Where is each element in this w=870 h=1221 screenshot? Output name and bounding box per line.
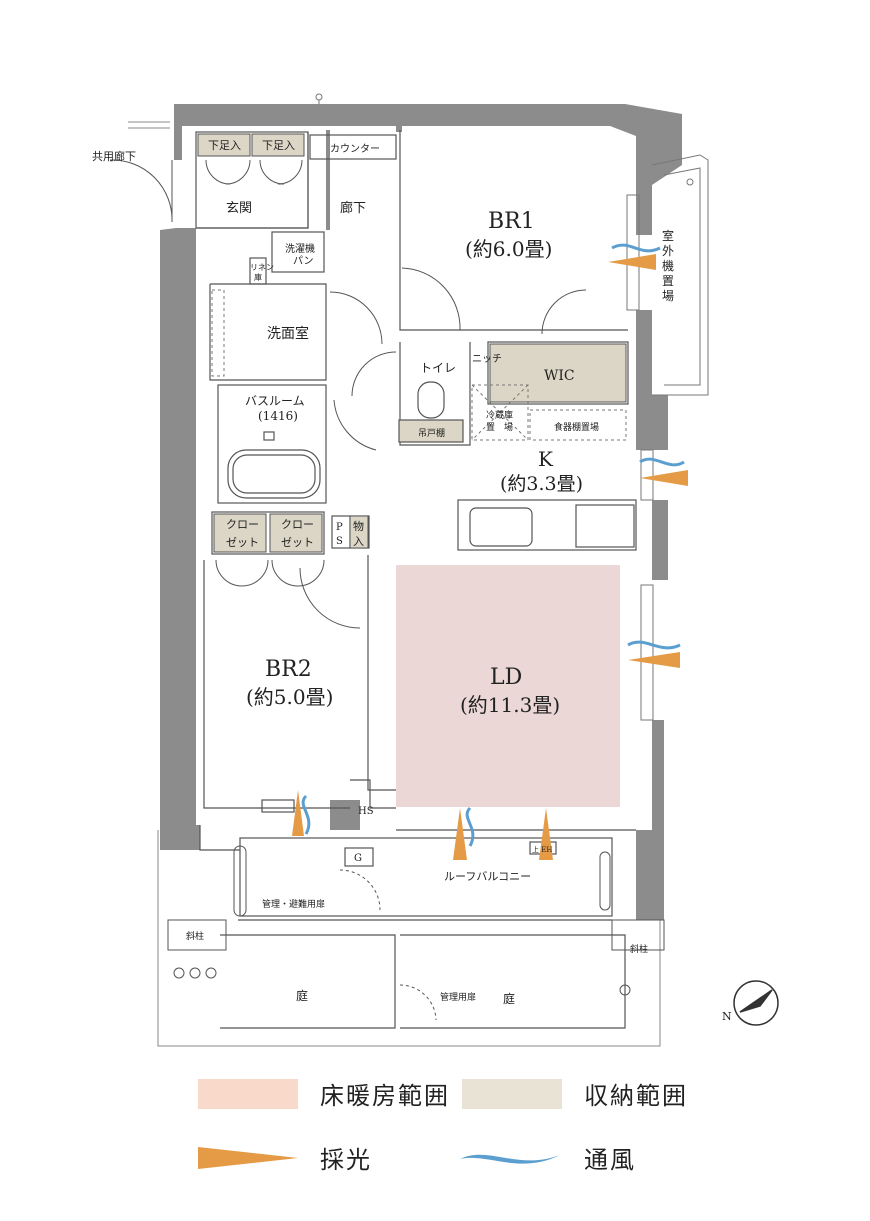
g-label: G: [354, 853, 362, 864]
legend-ventilation-label: 通風: [584, 1146, 636, 1174]
outdoor-unit-label-1: 室: [662, 228, 674, 243]
roof-balcony-label: ルーフバルコニー: [444, 870, 531, 883]
garden-label-2: 庭: [503, 991, 515, 1006]
dish-shelf-label: 食器棚置場: [554, 421, 599, 433]
counter-label: カウンター: [330, 143, 380, 155]
legend-floor-heating-label: 床暖房範囲: [320, 1082, 450, 1110]
br1-size: (約6.0畳): [465, 237, 552, 261]
ps-label-2: S: [336, 536, 343, 547]
ld-floor-heating-area: [396, 565, 620, 807]
br2-size: (約5.0畳): [246, 685, 333, 709]
wic-label: WIC: [544, 368, 575, 384]
floor-heating-swatch: [198, 1078, 298, 1109]
shoe-cabinet-label-1: 下足入: [208, 139, 241, 152]
entrance-label: 玄関: [226, 201, 252, 216]
common-corridor-label: 共用廊下: [92, 149, 136, 163]
hs-label: HS: [358, 806, 374, 817]
legend-daylight: 採光: [198, 1140, 372, 1175]
garden-label-1: 庭: [296, 988, 308, 1003]
diagonal-pillar-label-1: 斜柱: [186, 930, 204, 942]
linen-label-2: 庫: [254, 272, 262, 282]
legend-storage-label: 収納範囲: [584, 1082, 688, 1110]
legend-ventilation: 通風: [458, 1140, 636, 1175]
daylight-arrow-icon: [198, 1146, 298, 1169]
ld-size: (約11.3畳): [460, 693, 560, 717]
outdoor-unit-label-4: 置: [662, 274, 674, 288]
mgmt-door-label: 管理用扉: [440, 991, 476, 1003]
fridge-label-2: 置 場: [486, 421, 513, 433]
outdoor-unit-label-3: 機: [662, 258, 674, 273]
closet-label-1b: ゼット: [226, 536, 259, 549]
closet-label-2a: クロー: [281, 518, 314, 531]
closet-label-1a: クロー: [226, 518, 259, 531]
fridge-label-1: 冷蔵庫: [486, 409, 513, 421]
washroom-label: 洗面室: [267, 325, 309, 342]
diagonal-pillar-label-2: 斜柱: [630, 943, 648, 955]
structural-walls: [160, 104, 682, 920]
linen-label-1: リネン: [250, 263, 274, 272]
br2-name: BR2: [265, 657, 312, 682]
outdoor-unit-label-5: 場: [662, 289, 674, 303]
compass: [733, 980, 779, 1026]
ventilation-wave-icon: [460, 1154, 560, 1164]
br1-name: BR1: [488, 209, 535, 234]
k-size: (約3.3畳): [500, 473, 583, 495]
ps-label-1: P: [336, 522, 343, 533]
storage-label-1: 物: [353, 519, 364, 533]
k-name: K: [538, 447, 554, 471]
eh-label: 上 EH: [532, 845, 552, 854]
hanging-shelf-label: 吊戸棚: [418, 427, 445, 439]
compass-north-label: N: [722, 1010, 732, 1023]
storage-swatch: [462, 1078, 562, 1109]
legend-floor-heating: 床暖房範囲: [198, 1076, 450, 1111]
mgmt-evac-door-label: 管理・避難用扉: [262, 898, 325, 910]
legend-daylight-label: 採光: [320, 1146, 372, 1174]
daylight-arrows: [292, 254, 688, 860]
niche-label: ニッチ: [472, 353, 502, 365]
hallway-label: 廊下: [340, 200, 366, 216]
bath-label-2: (1416): [258, 409, 298, 423]
floor-plan: N BR1 (約6.0畳) BR2 (約5.0畳) LD (約11.3畳) K …: [92, 93, 779, 1047]
legend-storage: 収納範囲: [462, 1076, 688, 1111]
outdoor-unit-label-2: 外: [662, 244, 674, 258]
ld-name: LD: [490, 665, 522, 690]
toilet-label: トイレ: [420, 361, 456, 375]
storage-label-2: 入: [353, 535, 364, 548]
shoe-cabinet-label-2: 下足入: [262, 139, 295, 152]
ventilation-waves: [301, 243, 685, 847]
washer-pan-label-1: 洗濯機: [285, 242, 315, 255]
washer-pan-label-2: パン: [293, 255, 314, 267]
bath-label-1: バスルーム: [245, 394, 305, 408]
closet-label-2b: ゼット: [281, 536, 314, 549]
